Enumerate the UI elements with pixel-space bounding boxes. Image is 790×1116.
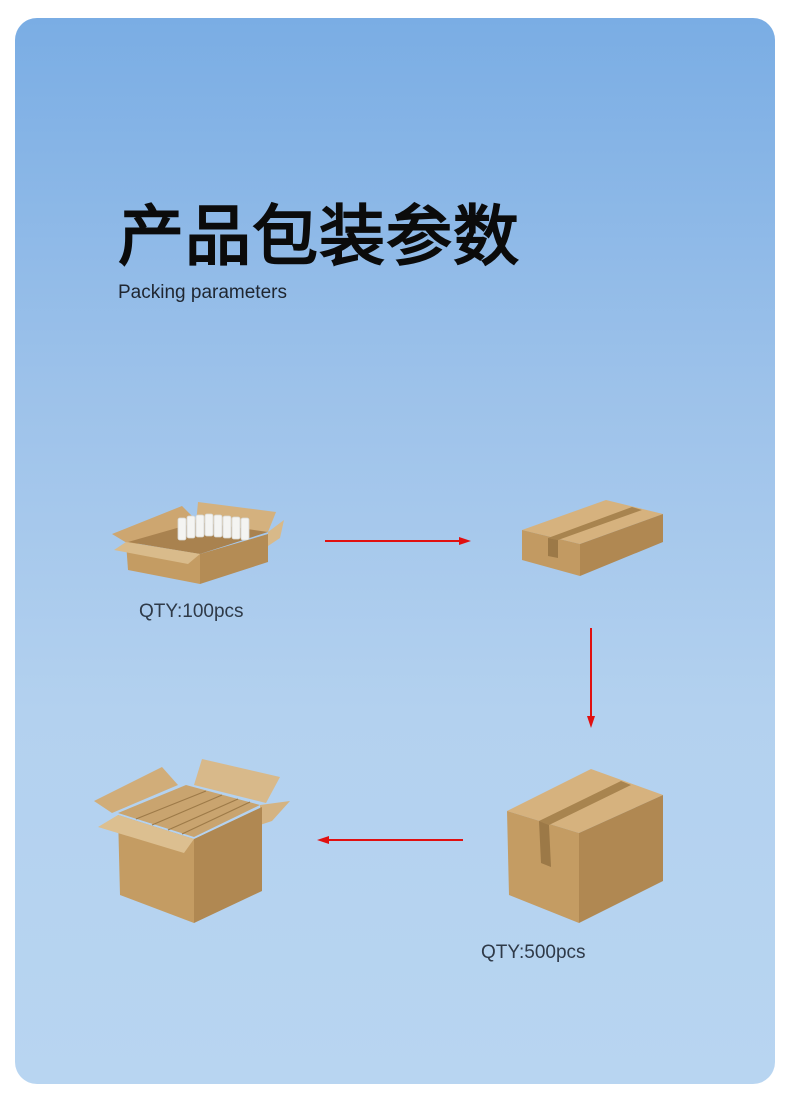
arrow-right-icon xyxy=(325,537,471,545)
page-subtitle: Packing parameters xyxy=(118,282,287,303)
sealed-outer-carton-icon xyxy=(507,769,663,923)
sealed-inner-box-icon xyxy=(522,500,663,576)
page-title: 产品包装参数 xyxy=(118,198,520,275)
qty-label-inner-box: QTY:100pcs xyxy=(139,601,244,622)
arrow-left-icon xyxy=(317,836,463,844)
qty-label-outer-carton: QTY:500pcs xyxy=(481,942,586,963)
open-inner-box-icon xyxy=(112,502,284,584)
open-outer-carton-icon xyxy=(94,759,290,923)
arrow-down-icon xyxy=(587,628,595,728)
